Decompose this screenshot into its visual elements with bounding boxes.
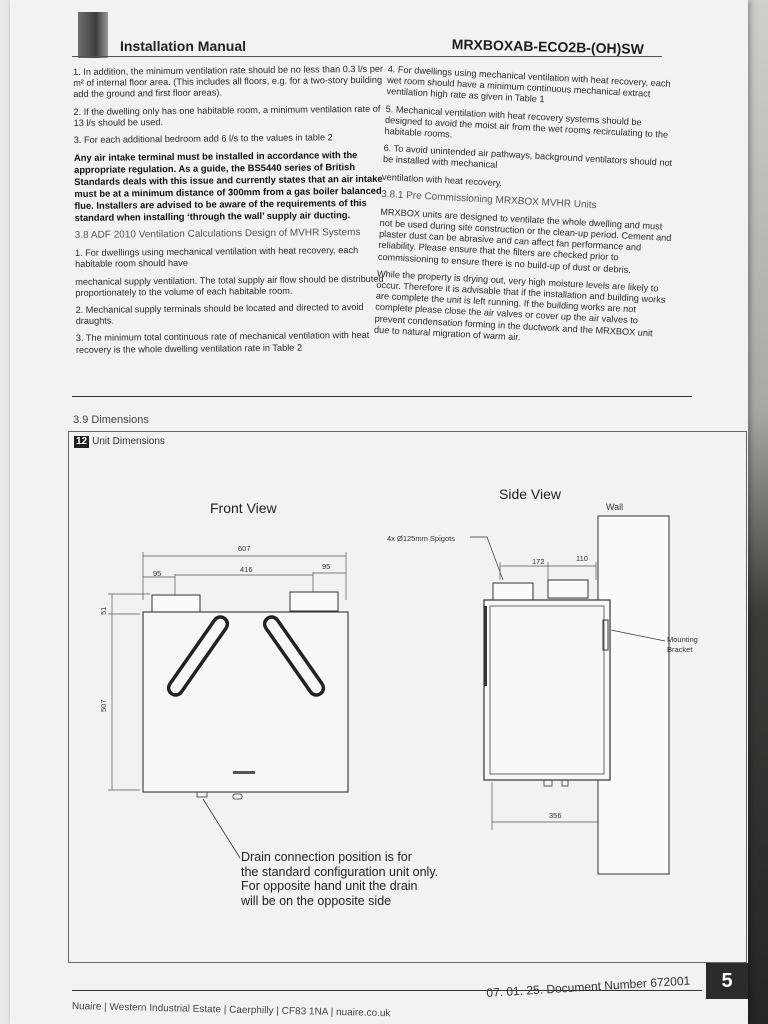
side-spigot-2 <box>547 579 589 599</box>
front-duct-slot-right <box>262 615 326 697</box>
front-dimension-lines <box>108 552 347 791</box>
side-unit-body <box>483 599 611 781</box>
dim-spigot-spacing: 416 <box>240 565 253 574</box>
header-rule <box>72 56 662 57</box>
spigots-leader-line <box>470 536 504 581</box>
section-rule <box>72 396 692 397</box>
figure-frame <box>68 431 747 963</box>
page-number-badge: 5 <box>706 963 748 999</box>
dim-right-offset: 95 <box>322 562 330 571</box>
dim-side-spigot-1: 172 <box>532 557 545 566</box>
dim-side-spigot-2: 110 <box>576 554 588 563</box>
front-spigot-right <box>289 591 339 612</box>
front-view-label: Front View <box>210 500 278 516</box>
brand-logo <box>78 12 108 58</box>
drain-outlet <box>196 791 208 798</box>
dim-body-height: 507 <box>99 699 108 712</box>
side-spigot-1 <box>492 582 534 602</box>
dim-depth: 356 <box>549 811 562 820</box>
dim-left-offset: 95 <box>153 569 161 578</box>
mounting-label-2: Bracket <box>667 645 693 654</box>
drain-note-line: the standard configuration unit only. <box>241 864 439 879</box>
front-unit-body <box>142 611 349 793</box>
mounting-label-1: Mounting <box>667 635 698 644</box>
figure-title: Unit Dimensions <box>92 436 165 447</box>
section-title: 3.9 Dimensions <box>73 414 149 426</box>
drain-leader-line <box>202 798 241 859</box>
side-drain-1 <box>543 779 553 787</box>
front-view-unit <box>142 591 349 800</box>
side-unit-inner-panel <box>489 605 605 775</box>
front-spigot-left <box>151 594 201 615</box>
dim-overall-width: 607 <box>238 544 251 553</box>
drain-note-line: For opposite hand unit the drain <box>241 879 418 893</box>
wall-label: Wall <box>606 502 623 512</box>
side-view-label: Side View <box>499 486 562 502</box>
dim-spigot-height: 51 <box>99 607 108 615</box>
side-drain-2 <box>561 779 569 787</box>
front-duct-slot-left <box>166 615 230 697</box>
side-view-unit <box>483 579 611 787</box>
side-unit-edge <box>484 606 487 686</box>
header-title: Installation Manual <box>120 38 247 54</box>
bracket-leader-line <box>610 629 666 642</box>
drain-note: Drain connection position is for the sta… <box>241 850 438 908</box>
drain-note-line: Drain connection position is for <box>241 850 412 864</box>
footer-rule <box>72 990 702 991</box>
spigots-label: 4x Ø125mm Spigots <box>387 534 455 543</box>
front-control-panel <box>233 771 255 774</box>
drain-connector <box>232 793 243 800</box>
drain-note-line: will be on the opposite side <box>241 893 392 908</box>
mounting-bracket <box>602 619 609 651</box>
figure-number: 12 <box>74 436 90 448</box>
